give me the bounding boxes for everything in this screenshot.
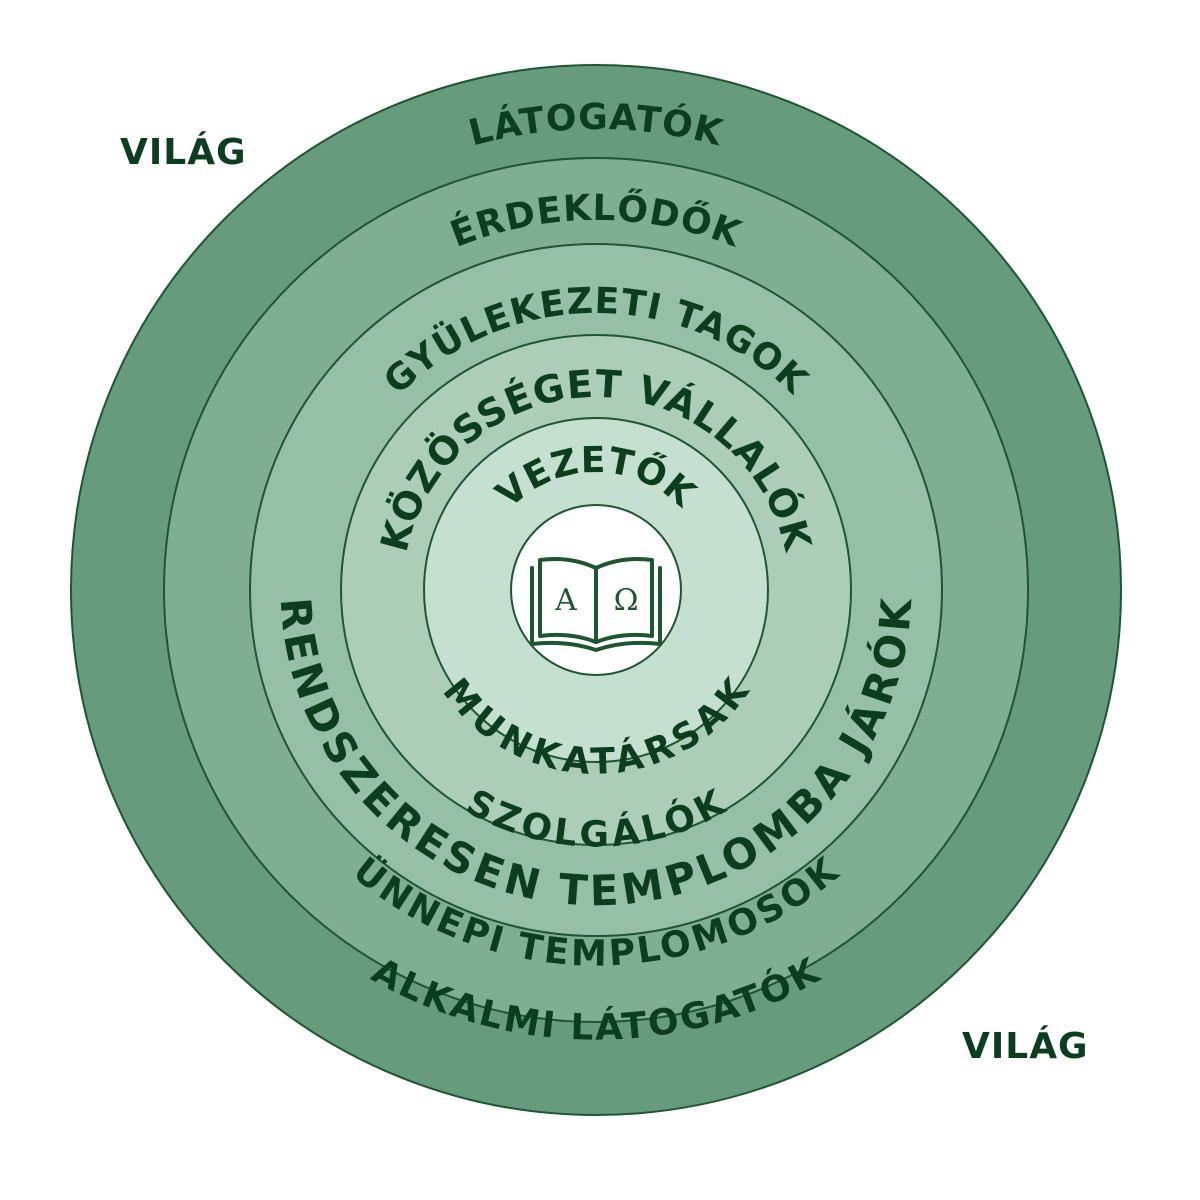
world-label-top-left: VILÁG: [120, 132, 247, 173]
world-label-bottom-right: VILÁG: [962, 1026, 1089, 1067]
omega-glyph: Ω: [614, 583, 639, 618]
open-book-icon: A Ω: [530, 557, 662, 652]
alpha-glyph: A: [554, 583, 577, 618]
